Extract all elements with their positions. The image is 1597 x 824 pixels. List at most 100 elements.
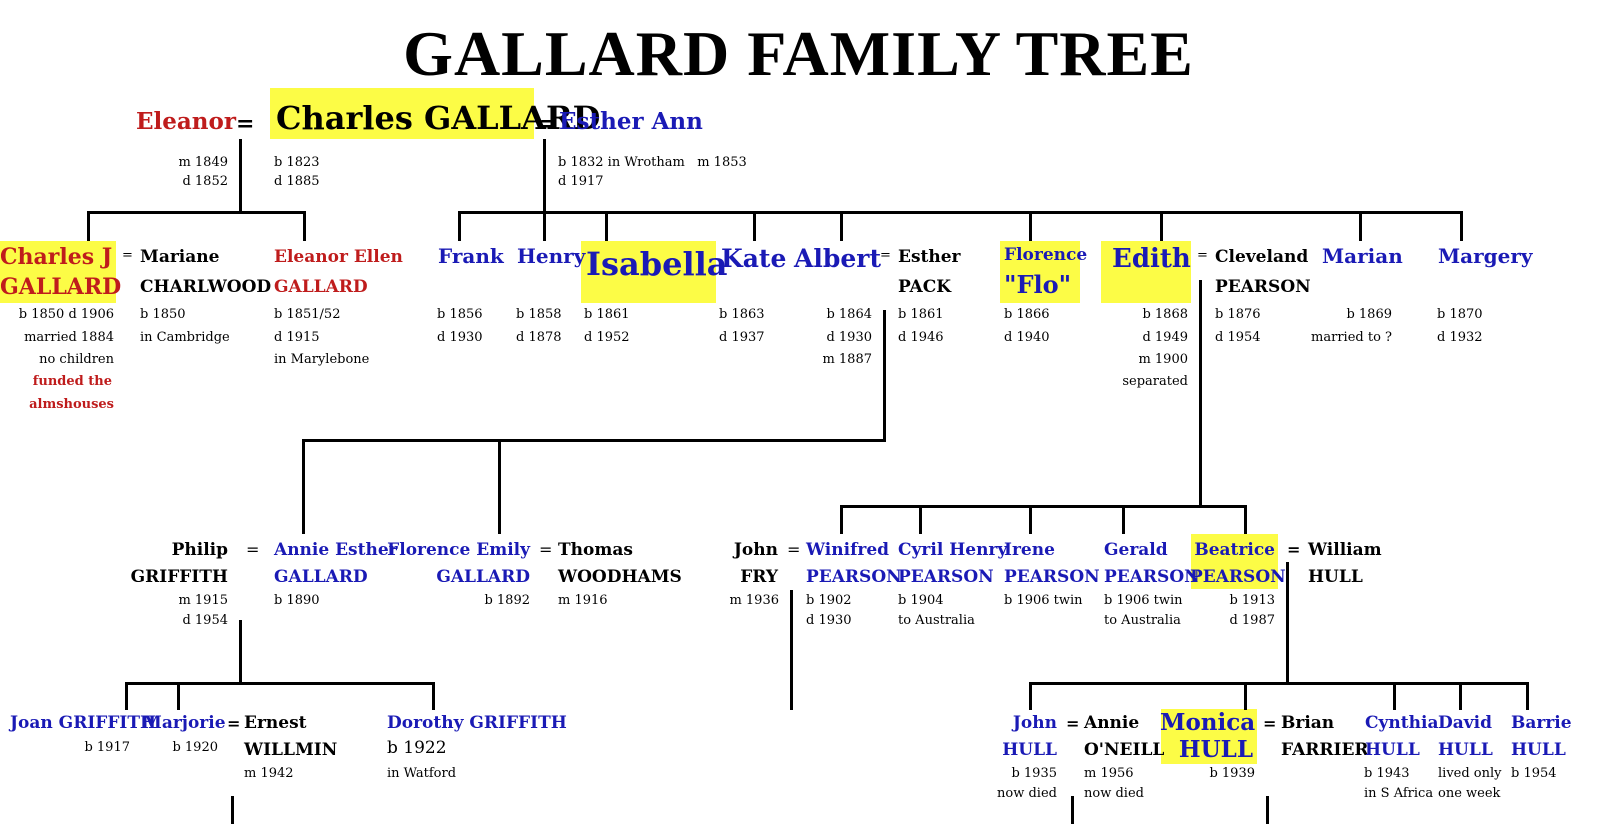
barrie-surname: HULL bbox=[1511, 740, 1566, 760]
cynthia-info-1: b 1943 bbox=[1364, 766, 1410, 781]
line-irene-drop bbox=[1029, 505, 1032, 534]
line-david-drop bbox=[1459, 682, 1462, 710]
david-surname: HULL bbox=[1438, 740, 1493, 760]
line-annie-esther-drop bbox=[302, 439, 305, 534]
margery-name: Margery bbox=[1438, 244, 1533, 268]
charles-j-name: Charles J bbox=[0, 244, 113, 270]
line-gen2b-bar bbox=[458, 211, 1463, 214]
line-griffith-family-drop bbox=[239, 620, 242, 685]
cynthia-info-2: in S Africa bbox=[1364, 786, 1434, 801]
william-name: William bbox=[1308, 540, 1382, 560]
dorothy-info-1: in Watford bbox=[387, 766, 457, 781]
marriage-sign: = bbox=[122, 248, 133, 263]
marriage-sign: = bbox=[236, 111, 255, 137]
esther-pack-info-2: d 1946 bbox=[898, 330, 944, 345]
line-eleanor-ellen-drop bbox=[303, 211, 306, 241]
dorothy-birth: b 1922 bbox=[387, 738, 447, 758]
brian-surname: FARRIER bbox=[1281, 740, 1369, 760]
marriage-sign: = bbox=[1287, 540, 1301, 559]
marriage-sign: = bbox=[787, 540, 801, 559]
eleanor-ellen-surname: GALLARD bbox=[274, 277, 368, 297]
winifred-name: Winifred bbox=[806, 540, 890, 560]
margery-info-2: d 1932 bbox=[1437, 330, 1483, 345]
marriage-sign: = bbox=[246, 540, 260, 559]
barrie-info-1: b 1954 bbox=[1511, 766, 1557, 781]
marian-info-2: married to ? bbox=[1311, 330, 1392, 345]
esther-pack-surname: PACK bbox=[898, 277, 952, 297]
david-name: David bbox=[1438, 713, 1492, 733]
highlight-charles-gallard bbox=[270, 88, 534, 139]
gerald-surname: PEARSON bbox=[1104, 567, 1200, 587]
gerald-info-1: b 1906 twin bbox=[1104, 593, 1183, 608]
philip-name: Philip bbox=[171, 540, 228, 560]
kate-info-1: b 1863 bbox=[719, 307, 765, 322]
irene-name: Irene bbox=[1004, 540, 1055, 560]
john-hull-info-1: b 1935 bbox=[1011, 766, 1057, 781]
line-barrie-drop bbox=[1526, 682, 1529, 710]
line-cyril-drop bbox=[919, 505, 922, 534]
page-title: GALLARD FAMILY TREE bbox=[403, 18, 1194, 89]
winifred-info-1: b 1902 bbox=[806, 593, 852, 608]
marriage-sign: = bbox=[1066, 714, 1080, 733]
marriage-sign: = bbox=[227, 714, 241, 733]
marjorie-info-1: b 1920 bbox=[172, 740, 218, 755]
eleanor-name: Eleanor bbox=[136, 108, 236, 135]
henry-name: Henry bbox=[517, 244, 586, 268]
albert-info-1: b 1864 bbox=[826, 307, 872, 322]
frank-info-1: b 1856 bbox=[437, 307, 483, 322]
cyril-info-2: to Australia bbox=[898, 613, 975, 628]
edith-info-3: m 1900 bbox=[1138, 352, 1188, 367]
line-fry-tail bbox=[790, 590, 793, 710]
monica-name: Monica bbox=[1160, 709, 1256, 736]
eleanor-info-1: m 1849 bbox=[178, 155, 228, 170]
cynthia-surname: HULL bbox=[1365, 740, 1420, 760]
albert-info-2: d 1930 bbox=[826, 330, 872, 345]
charles-gallard-info-2: d 1885 bbox=[274, 174, 320, 189]
annie-oneill-name: Annie bbox=[1084, 713, 1140, 733]
line-monica-drop bbox=[1244, 682, 1247, 710]
edith-name: Edith bbox=[1112, 244, 1191, 274]
line-frank-drop bbox=[458, 211, 461, 241]
line-griffith-family-bar bbox=[125, 682, 435, 685]
line-marjorie-ernest-tail bbox=[231, 796, 234, 824]
line-beatrice-drop bbox=[1244, 505, 1247, 534]
eleanor-ellen-name: Eleanor Ellen bbox=[274, 247, 403, 267]
charles-gallard-name: Charles GALLARD bbox=[276, 99, 601, 137]
florence-nickname: "Flo" bbox=[1004, 270, 1072, 299]
john-fry-info-1: m 1936 bbox=[729, 593, 779, 608]
philip-surname: GRIFFITH bbox=[130, 567, 228, 587]
line-winifred-drop bbox=[840, 505, 843, 534]
highlight-beatrice bbox=[1191, 534, 1278, 589]
marriage-sign: = bbox=[1263, 714, 1277, 733]
john-hull-surname: HULL bbox=[1002, 740, 1057, 760]
line-albert-family-drop bbox=[883, 310, 886, 442]
william-surname: HULL bbox=[1308, 567, 1363, 587]
dorothy-name: Dorothy GRIFFITH bbox=[387, 713, 567, 733]
cleveland-surname: PEARSON bbox=[1215, 277, 1311, 297]
line-monica-brian-tail bbox=[1266, 796, 1269, 824]
highlight-monica bbox=[1161, 709, 1257, 764]
john-fry-name: John bbox=[733, 540, 778, 560]
line-eleanor-drop bbox=[239, 139, 242, 212]
eleanor-ellen-info-2: d 1915 bbox=[274, 330, 320, 345]
charles-j-info-1: b 1850 d 1906 bbox=[18, 307, 114, 322]
line-albert-drop bbox=[840, 211, 843, 241]
line-florence-emily-drop bbox=[498, 439, 501, 534]
philip-info-1: m 1915 bbox=[178, 593, 228, 608]
line-joan-drop bbox=[125, 682, 128, 710]
john-hull-info-2: now died bbox=[997, 786, 1057, 801]
line-hull-family-drop bbox=[1286, 562, 1289, 685]
cyril-name: Cyril Henry bbox=[898, 540, 1008, 560]
annie-oneill-info-2: now died bbox=[1084, 786, 1144, 801]
irene-info-1: b 1906 twin bbox=[1004, 593, 1083, 608]
highlight-florence bbox=[1000, 241, 1080, 303]
esther-ann-name: Esther Ann bbox=[559, 108, 703, 135]
eleanor-info-2: d 1852 bbox=[182, 174, 228, 189]
cleveland-name: Cleveland bbox=[1215, 247, 1309, 267]
john-hull-name: John bbox=[1012, 713, 1057, 733]
winifred-info-2: d 1930 bbox=[806, 613, 852, 628]
marjorie-name: Marjorie bbox=[143, 713, 226, 733]
kate-info-2: d 1937 bbox=[719, 330, 765, 345]
esther-pack-name: Esther bbox=[898, 247, 961, 267]
cyril-info-1: b 1904 bbox=[898, 593, 944, 608]
